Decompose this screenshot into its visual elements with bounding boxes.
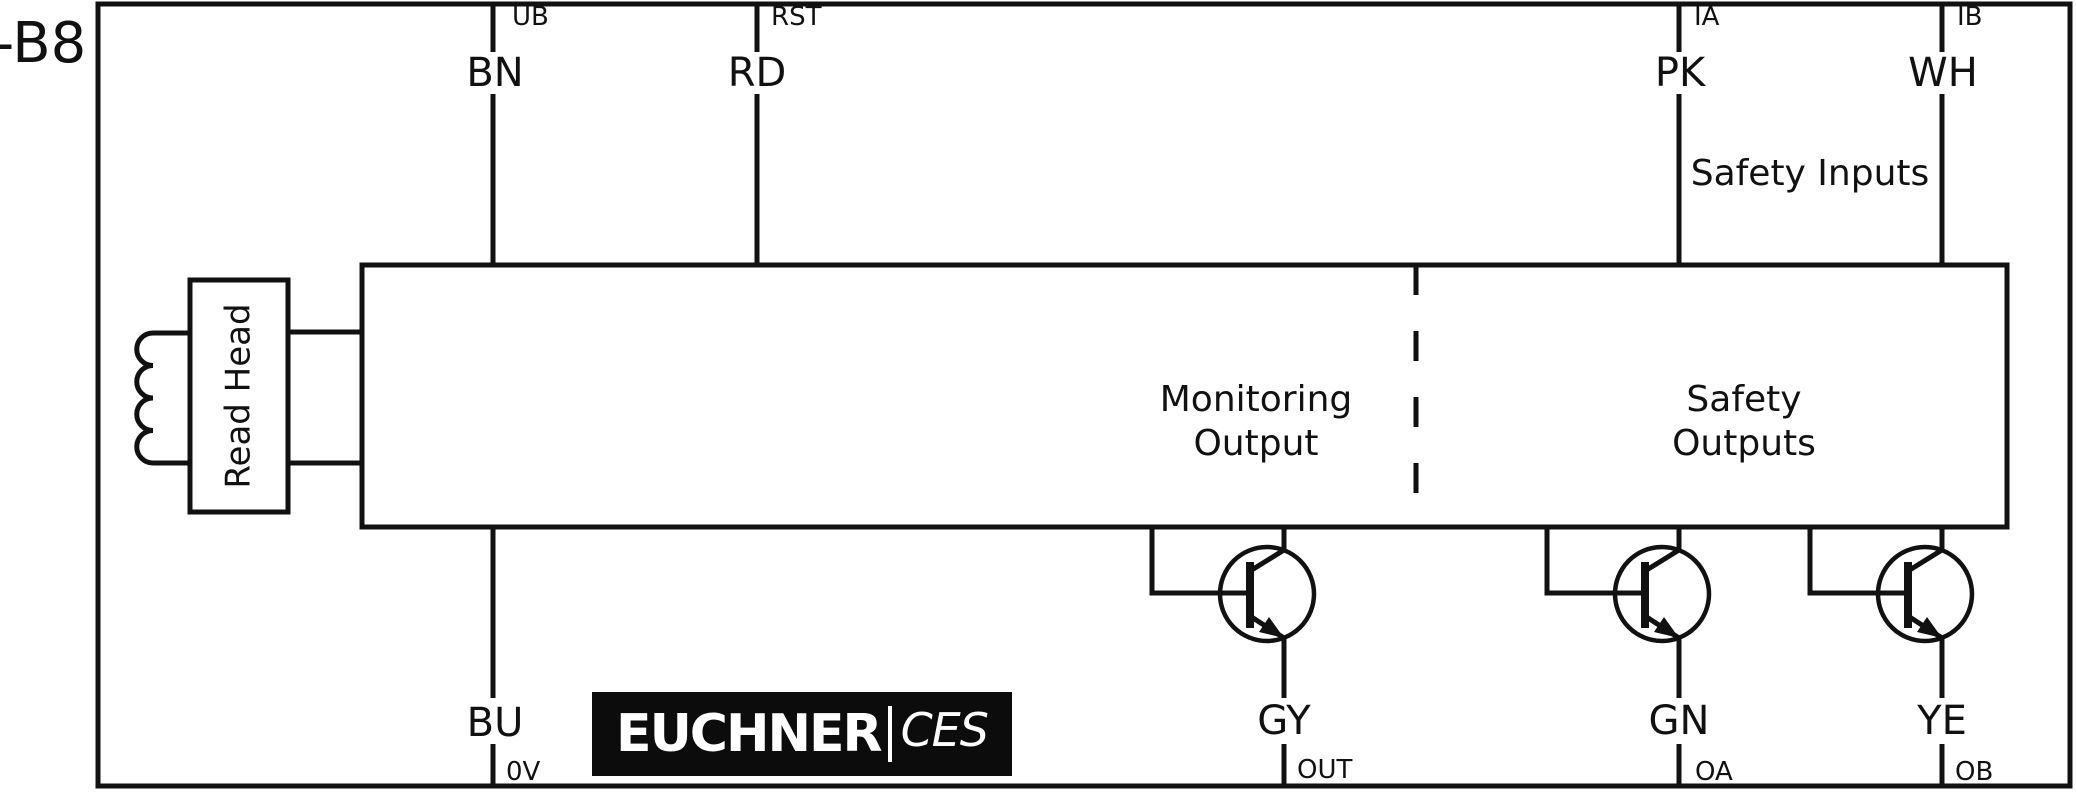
- wire-color-label-ye: YE: [1917, 698, 1967, 744]
- base-wire: [1544, 527, 1645, 596]
- monitoring-output-line1: Monitoring: [1159, 379, 1353, 420]
- read-head-box: Read Head: [190, 280, 288, 512]
- read-head-label: Read Head: [219, 303, 260, 489]
- pin-label-oa: OA: [1695, 757, 1733, 787]
- wire-color-label-bn: BN: [466, 50, 524, 96]
- monitoring-output-label: Monitoring Output: [1160, 378, 1353, 466]
- collector-wire: [1906, 527, 1945, 574]
- pin-label-out: OUT: [1297, 755, 1353, 785]
- read-head-box: [187, 277, 291, 515]
- pin-label-0v: 0V: [506, 757, 541, 787]
- transistor-safety-output-b-icon: [1807, 527, 1975, 644]
- transistor-circle: [1612, 544, 1712, 644]
- safety-inputs-label: Safety Inputs: [1690, 153, 1930, 194]
- logo-brand-text: EUCHNER: [616, 704, 883, 764]
- main-block-outline: [359, 262, 2010, 530]
- collector-wire: [1643, 527, 1682, 574]
- emitter-arrow: [1259, 617, 1284, 638]
- read-head-circuit: [134, 277, 362, 515]
- outer-frame: [95, 1, 2073, 789]
- bottom-wires: [490, 527, 1945, 788]
- device-tag: -B8: [0, 11, 87, 76]
- base-wire: [1807, 527, 1908, 596]
- induction-coil-icon: [134, 330, 190, 466]
- euchner-logo: EUCHNER CES: [592, 692, 1012, 776]
- pin-label-ub: UB: [512, 2, 549, 32]
- wire-color-label-gn: GN: [1648, 698, 1710, 744]
- pin-label-ib: IB: [1957, 2, 1983, 32]
- transistor-safety-output-a-icon: [1544, 527, 1712, 644]
- safety-outputs-line1: Safety: [1686, 379, 1802, 420]
- pin-label-ob: OB: [1955, 757, 1994, 787]
- transistor-circle: [1875, 544, 1975, 644]
- safety-outputs-label: Safety Outputs: [1672, 378, 1816, 466]
- collector-wire: [1248, 527, 1287, 574]
- logo-product-text: CES: [900, 703, 989, 757]
- wire-color-label-wh: WH: [1908, 50, 1978, 96]
- wire-color-label-gy: GY: [1257, 698, 1311, 744]
- base-wire: [1149, 527, 1250, 596]
- monitoring-output-line2: Output: [1193, 423, 1319, 464]
- wire-color-label-pk: PK: [1654, 50, 1706, 96]
- logo-divider-bar: [887, 706, 892, 762]
- wire-color-label-bu: BU: [466, 700, 524, 746]
- transistor-monitoring-output-icon: [1149, 527, 1317, 644]
- wire-color-label-rd: RD: [727, 50, 787, 96]
- transistor-circle: [1217, 544, 1317, 644]
- emitter-arrow: [1917, 617, 1942, 638]
- pin-label-rst: RST: [771, 2, 822, 32]
- safety-outputs-line2: Outputs: [1672, 423, 1816, 464]
- pin-label-ia: IA: [1694, 2, 1720, 32]
- emitter-arrow: [1654, 617, 1679, 638]
- top-wires: [490, 4, 1945, 265]
